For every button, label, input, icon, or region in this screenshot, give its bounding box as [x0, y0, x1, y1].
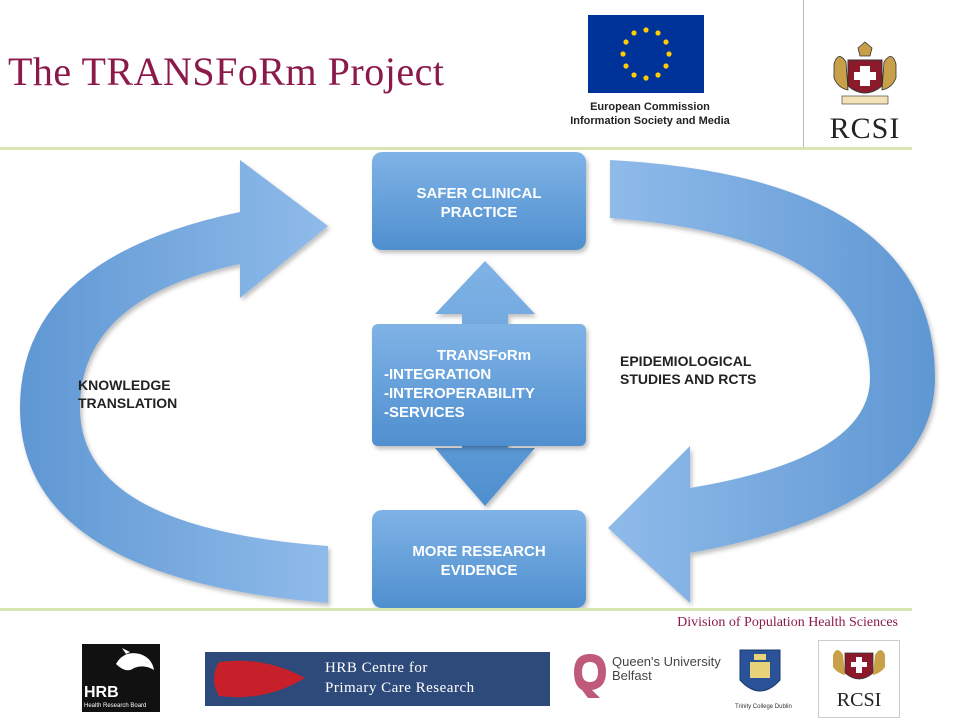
left-cycle-arrow [20, 160, 328, 603]
qub-text: Queen's University Belfast [612, 655, 721, 683]
tcd-label: Trinity College Dublin [735, 704, 792, 710]
page-title: The TRANSFoRm Project [8, 49, 445, 94]
knowledge-translation-label: KNOWLEDGE TRANSLATION [78, 376, 177, 412]
transform-box [372, 324, 586, 446]
center-box-line-1: TRANSFoRm [436, 347, 532, 364]
top-box-line-1: SAFER CLINICAL [416, 185, 542, 202]
center-box-line-2: -INTEGRATION [384, 366, 492, 383]
eu-flag-logo [588, 15, 704, 93]
header-rule [0, 147, 912, 150]
eu-line-1: European Commission [590, 101, 710, 113]
more-research-evidence-box [372, 510, 586, 608]
rcsi-crest-logo [820, 40, 910, 150]
top-box-line-2: PRACTICE [440, 204, 518, 221]
hrb-centre-logo [205, 652, 550, 706]
footer-rule [0, 608, 912, 611]
hrb-text: HRB [84, 684, 119, 701]
left-label-line-1: KNOWLEDGE [78, 377, 171, 393]
top-box-text: SAFER CLINICAL PRACTICE [372, 184, 586, 222]
center-box-text: TRANSFoRm -INTEGRATION -INTEROPERABILITY… [384, 346, 584, 422]
bottom-box-line-2: EVIDENCE [440, 562, 518, 579]
bottom-box-text: MORE RESEARCH EVIDENCE [372, 542, 586, 580]
qub-q-logo [570, 650, 610, 700]
epidemiological-label: EPIDEMIOLOGICAL STUDIES AND RCTS [620, 352, 756, 388]
hrb-logo [82, 644, 160, 712]
hrb-centre-line-2: Primary Care Research [325, 680, 475, 696]
header-divider [803, 0, 804, 148]
rcsi-label: RCSI [829, 112, 901, 145]
cycle-diagram: SAFER CLINICAL PRACTICE TRANSFoRm -INTEG… [10, 148, 940, 610]
right-label-line-2: STUDIES AND RCTS [620, 371, 757, 387]
bottom-box-line-1: MORE RESEARCH [412, 543, 546, 560]
qub-line-2: Belfast [612, 668, 652, 683]
rcsi-footer-label: RCSI [836, 689, 882, 711]
center-box-line-4: -SERVICES [384, 404, 465, 421]
hrb-centre-line-1: HRB Centre for [325, 660, 428, 676]
right-cycle-arrow [608, 160, 935, 603]
center-box-line-3: -INTEROPERABILITY [384, 385, 535, 402]
division-label: Division of Population Health Sciences [677, 615, 898, 630]
rcsi-footer-logo: RCSI [818, 640, 900, 718]
safer-clinical-practice-box [372, 152, 586, 250]
left-label-line-2: TRANSLATION [78, 395, 178, 411]
hrb-sub-text: Health Research Board [84, 703, 147, 709]
qub-line-1: Queen's University [612, 654, 721, 669]
eu-caption: European Commission Information Society … [555, 100, 745, 128]
right-label-line-1: EPIDEMIOLOGICAL [620, 353, 752, 369]
eu-line-2: Information Society and Media [570, 115, 730, 127]
trinity-crest-logo [736, 646, 784, 704]
